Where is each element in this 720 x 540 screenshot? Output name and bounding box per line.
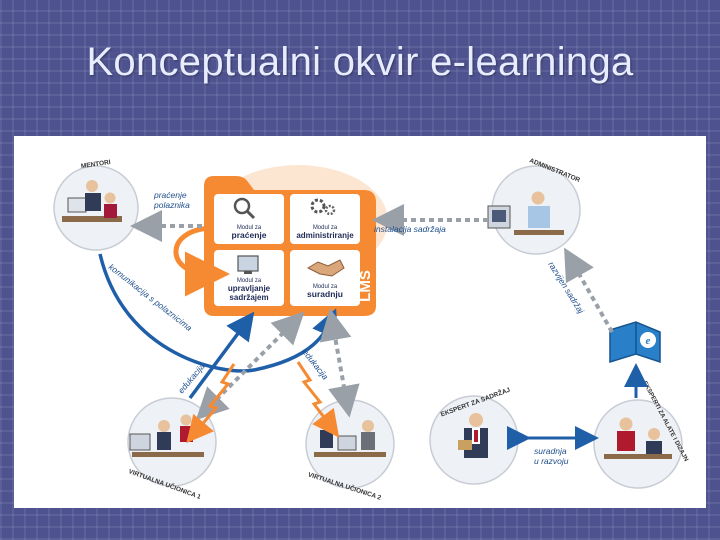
magnifier-icon: [233, 197, 256, 220]
module-suradnja-label: suradnju: [307, 289, 343, 299]
e-learning-diagram: Modul za praćenje Modul za administriran…: [53, 157, 690, 502]
eksperti-alati-people-icon: [604, 417, 672, 459]
module-pracenje-label: praćenje: [232, 230, 267, 240]
edge-suradnja: suradnja: [534, 446, 567, 456]
ebook-icon: e: [609, 321, 661, 364]
edge-polaznika: polaznika: [153, 200, 190, 210]
edge-edukacija-2: edukacija: [300, 347, 330, 382]
module-administriranje-small: Modul za: [313, 225, 338, 231]
role-ucionica-1[interactable]: VIRTUALNA UČIONICA 1: [127, 397, 217, 501]
lms-label: LMS: [357, 270, 374, 302]
module-administriranje[interactable]: Modul za administriranje: [290, 194, 360, 244]
bolt-edukacija-2: [296, 361, 340, 438]
module-upravljanje-label: upravljanje: [228, 284, 271, 293]
edge-u-razvoju: u razvoju: [534, 456, 569, 466]
module-upravljanje[interactable]: Modul za upravljanje sadržajem: [214, 250, 284, 306]
edge-edukacija-1: edukacija: [176, 361, 207, 395]
edge-razvijen: razvijen sadržaj: [546, 260, 586, 316]
module-suradnja[interactable]: Modul za suradnju: [290, 250, 360, 306]
slide-title: Konceptualni okvir e-learninga: [86, 40, 634, 84]
svg-text:e: e: [646, 335, 651, 347]
arrow-ucionica1-dashed: [195, 311, 305, 421]
edge-komunikacija: komunikacija s polaznicima: [107, 262, 195, 333]
lms-block: Modul za praćenje Modul za administriran…: [173, 165, 388, 316]
bolt-edukacija-1: [186, 363, 236, 444]
mentori-people-icon: [62, 180, 122, 222]
administrator-person-icon: [487, 191, 564, 235]
gears-icon: [310, 198, 336, 216]
module-pracenje-small: Modul za: [237, 225, 262, 231]
module-upravljanje-small: Modul za: [237, 278, 262, 284]
module-pracenje[interactable]: Modul za praćenje: [214, 194, 284, 244]
arrow-ucionica2-dashed: [319, 308, 360, 418]
role-eksperti-alati[interactable]: EKSPERTI ZA ALATE I DIZAJN: [593, 380, 690, 489]
role-ekspert-sadrzaj[interactable]: EKSPERT ZA SADRŽAJ: [429, 385, 519, 485]
edge-instalacija: instalacija sadržaja: [374, 224, 446, 234]
role-administrator[interactable]: ADMINISTRATOR: [487, 157, 581, 255]
role-mentori[interactable]: MENTORI: [53, 159, 139, 251]
ekspert-sadrzaj-person-icon: [458, 413, 488, 458]
module-suradnja-small: Modul za: [313, 284, 338, 290]
handshake-icon: [306, 259, 345, 277]
module-upravljanje-label-2: sadržajem: [229, 293, 268, 302]
mentori-label: MENTORI: [81, 159, 112, 170]
edge-pracenje: praćenje: [153, 190, 187, 200]
role-ucionica-2[interactable]: VIRTUALNA UČIONICA 2: [305, 399, 395, 502]
diagram-panel: Modul za praćenje Modul za administriran…: [14, 136, 706, 508]
module-administriranje-label: administriranje: [296, 231, 354, 240]
monitor-icon: [237, 255, 259, 274]
lms-loop-arrow: [173, 225, 230, 297]
arrow-ucionica1-lms: [188, 311, 255, 400]
